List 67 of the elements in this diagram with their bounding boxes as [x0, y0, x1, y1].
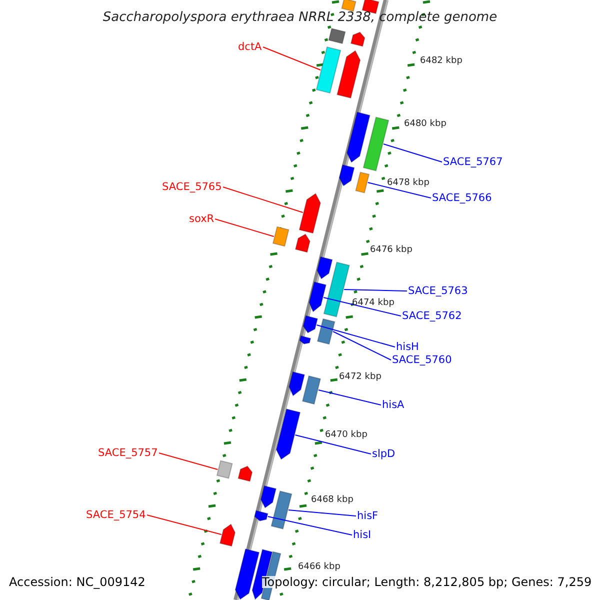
position-label: 6472 kbp [339, 373, 382, 382]
gene-feature [346, 112, 370, 164]
gene-feature [288, 371, 306, 396]
gene-label: hisA [382, 400, 404, 410]
position-label: 6468 kbp [311, 496, 354, 505]
gene-feature [294, 234, 310, 253]
gene-feature [234, 548, 260, 600]
leader-line [316, 324, 396, 348]
gene-feature [308, 281, 327, 312]
accession-text: Accession: NC_009142 [9, 576, 146, 588]
gene-feature [316, 46, 342, 94]
leader-line [214, 218, 274, 237]
gene-feature [238, 466, 253, 482]
position-label: 6466 kbp [298, 563, 340, 572]
gene-feature [299, 335, 312, 344]
gene-label: hisF [357, 510, 378, 521]
gene-label: SACE_5760 [392, 354, 452, 365]
gene-label: SACE_5766 [432, 192, 492, 203]
gene-feature [272, 226, 290, 247]
gene-feature [254, 510, 268, 522]
gene-feature [302, 375, 322, 405]
position-label: 6482 kbp [420, 57, 462, 66]
gene-label: SACE_5765 [162, 182, 222, 192]
position-label: 6478 kbp [387, 179, 430, 188]
leader-line [288, 510, 356, 516]
gene-feature [316, 318, 336, 345]
leader-line [344, 289, 408, 292]
leader-line [383, 144, 442, 162]
gene-label: soxR [189, 214, 214, 224]
position-label: 6476 kbp [370, 246, 412, 255]
gene-label: hisH [396, 342, 419, 352]
gene-feature [350, 32, 366, 47]
gene-feature [341, 0, 356, 12]
title: Saccharopolyspora erythraea NRRL 2338, complete genome [102, 11, 498, 24]
gene-label: SACE_5754 [86, 510, 146, 520]
gene-label: SACE_5762 [402, 310, 462, 321]
gene-feature [276, 408, 301, 460]
gene-label: SACE_5763 [408, 286, 468, 296]
leader-line [318, 390, 382, 406]
leader-line [146, 514, 222, 535]
genome-summary-text: Topology: circular; Length: 8,212,805 bp; Genes: 7,259 [262, 576, 592, 588]
gene-feature [362, 116, 390, 172]
gene-feature [270, 490, 292, 530]
leader-line [222, 186, 304, 213]
leader-line [332, 331, 392, 360]
position-label: 6470 kbp [325, 431, 368, 440]
gene-label: SACE_5757 [98, 448, 158, 458]
leader-line [294, 434, 372, 454]
leader-line [267, 516, 352, 536]
leader-line [262, 46, 321, 70]
gene-feature [316, 256, 333, 280]
gene-feature [338, 164, 355, 186]
leader-line [158, 452, 218, 470]
gene-label: SACE_5767 [443, 156, 503, 167]
gene-label: hisI [353, 530, 372, 540]
position-label: 6480 kbp [404, 120, 446, 129]
position-label: 6474 kbp [352, 299, 394, 308]
gene-label: dctA [238, 42, 262, 52]
gene-label: slpD [372, 448, 396, 459]
leader-line [323, 297, 402, 316]
gene-feature [328, 28, 346, 44]
gene-feature [336, 50, 361, 99]
gene-feature [323, 262, 350, 318]
gene-feature [355, 172, 370, 194]
leader-line [367, 182, 432, 198]
gene-feature [219, 524, 236, 547]
gene-feature [216, 460, 233, 479]
